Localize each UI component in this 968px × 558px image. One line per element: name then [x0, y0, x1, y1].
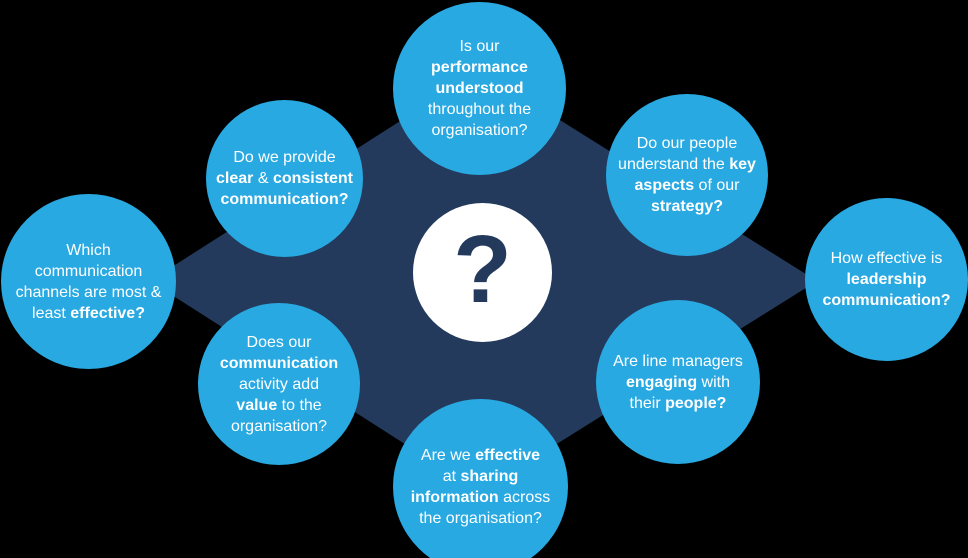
bubble-text-line: Are we effective [399, 445, 562, 466]
bubble-text-line: Which [7, 240, 170, 261]
bubble-text-segment: Which [66, 241, 111, 259]
bubble-text-segment: the organisation? [419, 509, 542, 527]
bubble-text-segment: understood [435, 80, 524, 97]
bubble-text-segment: Are we [420, 446, 476, 464]
bubble-text-segment: performance [431, 59, 528, 76]
bubble-text-segment: engaging [625, 373, 698, 391]
bubble-text-segment: Does our [246, 333, 312, 351]
bubble-left: Which communication channels are most & lea… [1, 194, 176, 369]
bubble-text-segment: organisation? [230, 417, 328, 435]
bubble-text-segment: Are line managers [613, 352, 743, 370]
bubble-text-line: engaging with [602, 372, 754, 393]
bubble-text-line: channels are most & [7, 282, 170, 303]
bubble-text-segment: consistent [272, 170, 353, 187]
bubble-text-line: organisation? [399, 120, 560, 141]
bubble-text-segment: communication? [220, 191, 349, 208]
bubble-text-line: Do we provide [212, 147, 357, 168]
bubble-text-line: understand the key [612, 154, 762, 175]
bubble-text-segment: channels are most & [15, 283, 162, 301]
bubble-text-segment: people? [665, 394, 727, 412]
bubble-text-line: strategy? [612, 196, 762, 217]
question-mark: ? [453, 215, 512, 323]
bubble-text-segment: throughout the [427, 101, 532, 118]
bubble-text-line: activity add [204, 374, 354, 395]
bubble-text-line: aspects of our [612, 175, 762, 196]
bubble-text-line: clear & consistent [212, 168, 357, 189]
bubble-text-segment: communication? [822, 292, 951, 309]
center-question-circle: ? [413, 203, 552, 342]
bubble-text-segment: to the [277, 396, 322, 414]
bubble-text-segment: clear [216, 170, 254, 187]
bubble-text-line: least effective? [7, 303, 170, 324]
bubble-text-line: How effective is [811, 248, 962, 269]
bubble-text-segment: effective [475, 446, 541, 464]
bubble-text-line: understood [399, 78, 560, 99]
bubble-text: Do we provide clear & consistent communica… [206, 147, 363, 210]
bubble-top-left: Do we provide clear & consistent communica… [206, 100, 363, 257]
bubble-text-line: throughout the [399, 99, 560, 120]
bubble-text-segment: Is our [459, 38, 500, 55]
bubble-text-segment: across [498, 488, 551, 506]
bubble-text-segment: least [32, 304, 71, 322]
bubble-text-segment: leadership [846, 271, 927, 288]
bubble-text-segment: at [442, 467, 461, 485]
bubble-text-segment: understand the [618, 156, 730, 173]
bubble-text-line: organisation? [204, 416, 354, 437]
bubble-text-segment: sharing [460, 467, 519, 485]
bubble-text-line: communication [204, 353, 354, 374]
bubble-text: Does our communication activity add value t… [198, 332, 360, 437]
bubble-text-line: Does our [204, 332, 354, 353]
bubble-text-line: communication? [811, 290, 962, 311]
bubble-text-segment: organisation? [431, 122, 528, 139]
bubble-text-segment: information [410, 488, 499, 506]
bubble-right: How effective is leadership communication? [805, 198, 968, 361]
bubble-text-segment: communication [219, 354, 339, 372]
bubble-text-segment: Do our people [636, 135, 738, 152]
bubble-text: Is our performance understood throughout th… [393, 36, 566, 141]
bubble-text-line: value to the [204, 395, 354, 416]
bubble-text-line: Do our people [612, 133, 762, 154]
bubble-bottom-left: Does our communication activity add value t… [198, 303, 360, 465]
bubble-text-line: communication? [212, 189, 357, 210]
bubble-text-line: at sharing [399, 466, 562, 487]
bubble-text-line: performance [399, 57, 560, 78]
bubble-text: Which communication channels are most & lea… [1, 240, 176, 324]
bubble-text-segment: activity add [238, 375, 320, 393]
bubble-text-segment: effective? [70, 304, 145, 322]
bubble-text-line: the organisation? [399, 508, 562, 529]
bubble-text-segment: How effective is [830, 250, 943, 267]
bubble-text-segment: of our [694, 177, 740, 194]
bubble-text-segment: key [729, 156, 756, 173]
bubble-text-segment: aspects [634, 177, 695, 194]
bubble-top: Is our performance understood throughout th… [393, 2, 566, 175]
bubble-text-segment: with [697, 373, 730, 391]
bubble-text-segment: value [236, 396, 278, 414]
bubble-text-segment: communication [34, 262, 143, 280]
bubble-text-segment: Do we provide [233, 149, 336, 166]
bubble-text: How effective is leadership communication? [805, 248, 968, 311]
bubble-text-line: their people? [602, 393, 754, 414]
bubble-text-segment: their [629, 394, 666, 412]
bubble-text-line: communication [7, 261, 170, 282]
bubble-text-line: leadership [811, 269, 962, 290]
bubble-text-line: Is our [399, 36, 560, 57]
bubble-text-line: information across [399, 487, 562, 508]
bubble-text-line: Are line managers [602, 351, 754, 372]
bubble-text-segment: strategy? [650, 198, 724, 215]
bubble-text-segment: & [253, 170, 273, 187]
